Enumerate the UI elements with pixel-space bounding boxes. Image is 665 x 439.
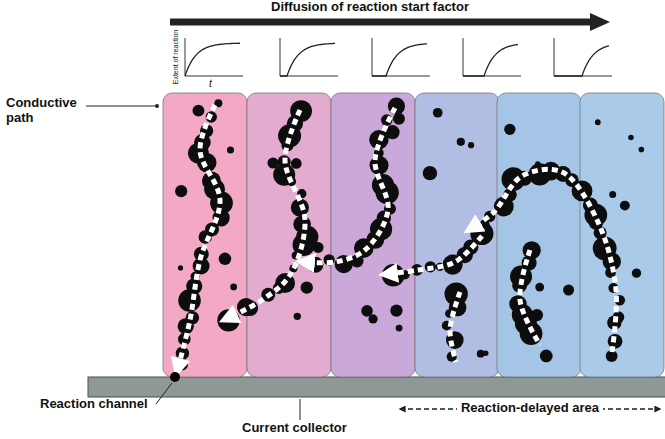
part-label: Current collector (242, 421, 347, 436)
axis-label: t (209, 78, 212, 90)
reaction-plot (185, 38, 243, 76)
part-label: Conductive path (6, 96, 86, 126)
leader-line (300, 399, 301, 420)
electrode-region (331, 93, 415, 377)
electrode-region (415, 93, 499, 377)
reaction-plot (463, 38, 521, 76)
electrode-region (247, 93, 331, 377)
diagram-title: Diffusion of reaction start factor (190, 0, 550, 15)
diffusion-arrow-head (590, 13, 610, 31)
electrode-region (497, 93, 581, 377)
reaction-plot (372, 38, 430, 76)
leader-line (86, 106, 157, 107)
leader-line (156, 383, 172, 404)
electrode-region (163, 93, 247, 377)
conductive-paths (178, 105, 616, 368)
reaction-plot (554, 38, 612, 76)
diffusion-arrow (170, 19, 592, 26)
reaction-channel-dot (170, 372, 180, 382)
reaction-plot (280, 38, 338, 76)
part-label: Reaction channel (40, 397, 148, 412)
leader-dot (155, 104, 159, 108)
axis-label: Extent of reaction (172, 30, 180, 84)
region-label: Reaction-delayed area (457, 401, 603, 416)
particles (175, 98, 644, 371)
electrode-region (580, 93, 664, 377)
